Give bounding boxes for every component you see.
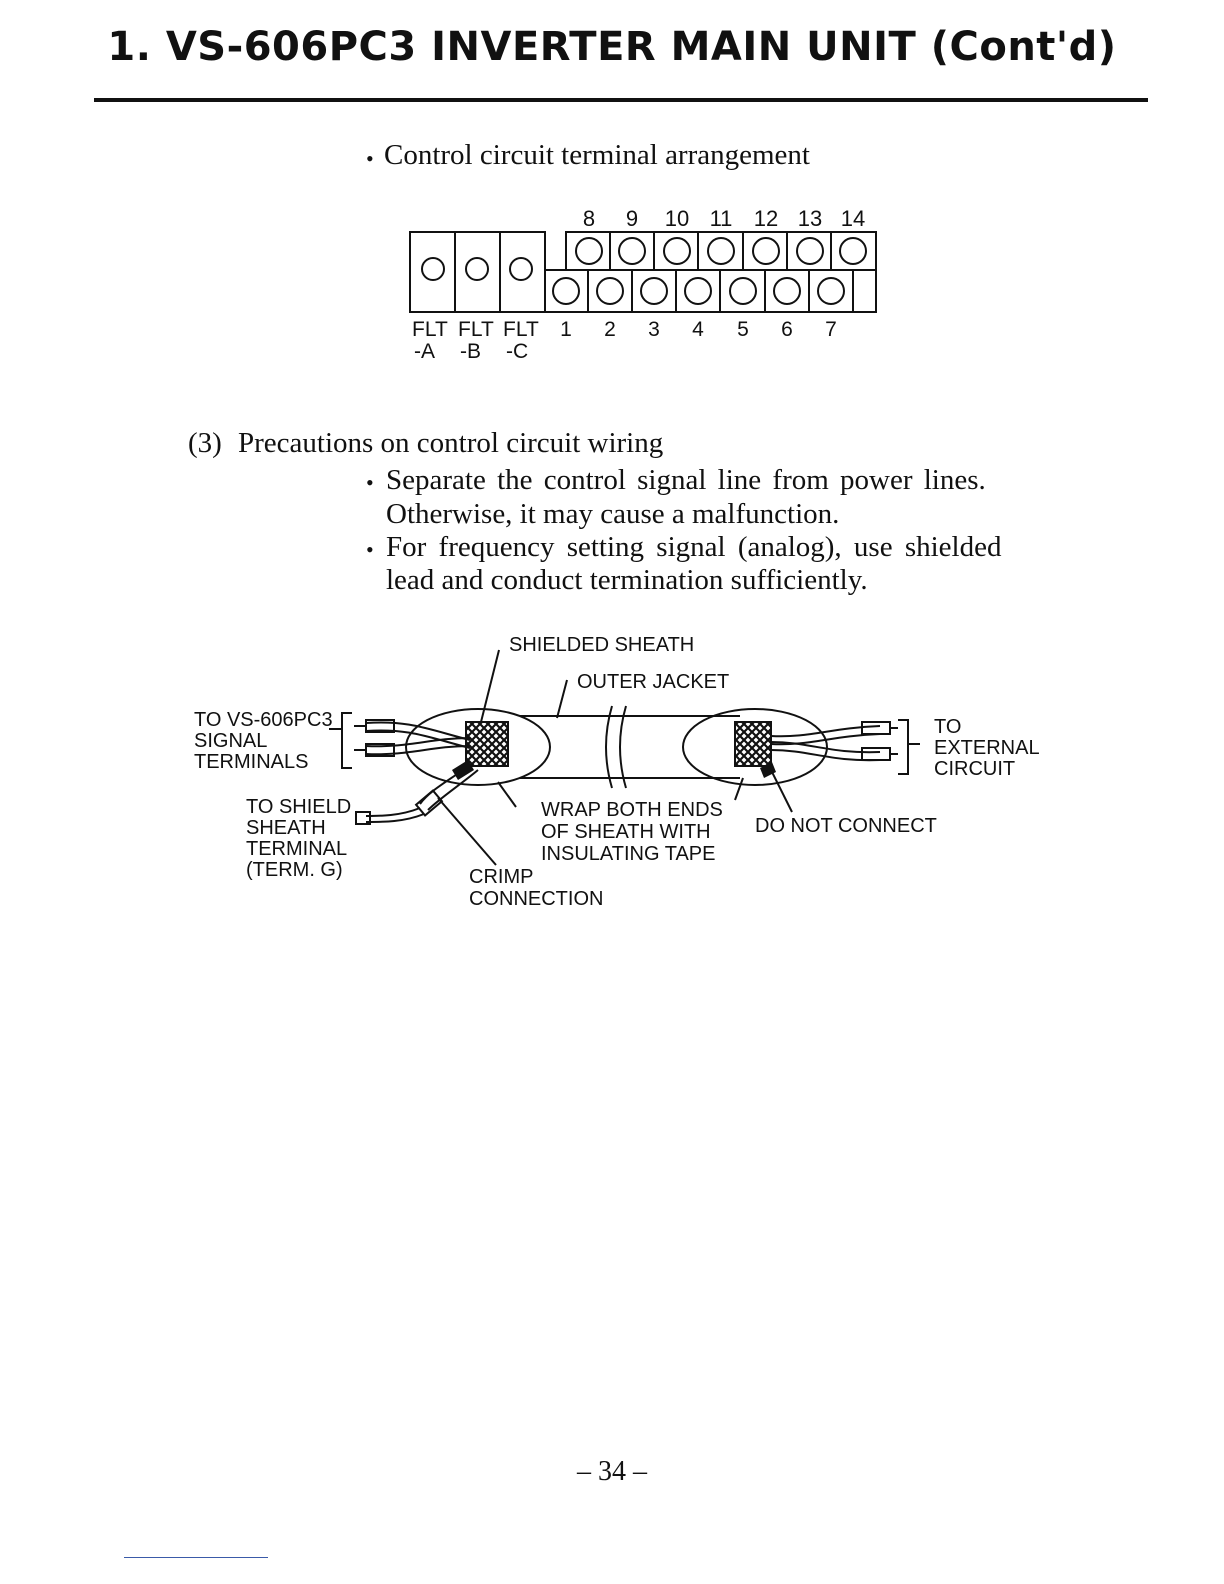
terminal-number: 1 bbox=[560, 318, 572, 341]
label-crimp-connection: CRIMP bbox=[469, 866, 533, 888]
label-to-signal-terminals: TERMINALS bbox=[194, 751, 308, 773]
label-wrap-note: WRAP BOTH ENDS bbox=[541, 799, 723, 821]
flt-label-sub: -A bbox=[414, 340, 435, 363]
precaution-item-line: lead and conduct termination sufficientl… bbox=[386, 564, 868, 596]
flt-label-sub: -B bbox=[460, 340, 481, 363]
terminal-number: 7 bbox=[825, 318, 837, 341]
terminal-number: 9 bbox=[626, 206, 638, 231]
flt-label: FLT bbox=[503, 318, 539, 341]
label-to-shield-terminal: TO SHIELD bbox=[246, 796, 351, 818]
terminal-number: 14 bbox=[841, 206, 865, 231]
terminal-number: 6 bbox=[781, 318, 793, 341]
page-title: 1. VS-606PC3 INVERTER MAIN UNIT (Cont'd) bbox=[107, 24, 1117, 70]
terminal-number: 4 bbox=[692, 318, 704, 341]
flt-label: FLT bbox=[412, 318, 448, 341]
precaution-item-line: For frequency setting signal (analog), u… bbox=[386, 531, 1002, 563]
precautions-number: (3) bbox=[188, 427, 222, 459]
title-rule bbox=[94, 98, 1148, 102]
terminal-number: 11 bbox=[710, 206, 733, 231]
bullet-dot: • bbox=[366, 146, 374, 171]
label-to-shield-terminal: TERMINAL bbox=[246, 838, 347, 860]
label-to-external-circuit: CIRCUIT bbox=[934, 758, 1015, 780]
terminal-number: 3 bbox=[648, 318, 660, 341]
flt-label: FLT bbox=[458, 318, 494, 341]
page-number: – 34 – bbox=[577, 1456, 647, 1487]
label-to-external-circuit: EXTERNAL bbox=[934, 737, 1040, 759]
label-to-shield-terminal: SHEATH bbox=[246, 817, 326, 839]
label-shielded-sheath: SHIELDED SHEATH bbox=[509, 634, 694, 656]
label-outer-jacket: OUTER JACKET bbox=[577, 671, 729, 693]
terminal-number: 5 bbox=[737, 318, 749, 341]
terminal-number: 12 bbox=[754, 206, 778, 231]
bullet-dot: • bbox=[366, 470, 374, 495]
terminal-number: 10 bbox=[665, 206, 689, 231]
shielded-cable-diagram: SHIELDED SHEATH OUTER JACKET TO VS-606PC… bbox=[194, 634, 1040, 910]
label-to-external-circuit: TO bbox=[934, 716, 961, 738]
label-wrap-note: OF SHEATH WITH bbox=[541, 821, 711, 843]
terminal-block-diagram: 8 9 10 11 12 13 14 bbox=[409, 206, 877, 363]
terminal-number: 13 bbox=[798, 206, 822, 231]
terminal-number: 2 bbox=[604, 318, 616, 341]
terminal-heading: Control circuit terminal arrangement bbox=[384, 139, 810, 171]
precautions-heading: Precautions on control circuit wiring bbox=[238, 427, 664, 459]
footer-link-line bbox=[124, 1557, 268, 1558]
precaution-item-line: Separate the control signal line from po… bbox=[386, 464, 986, 496]
bullet-dot: • bbox=[366, 537, 374, 562]
label-to-shield-terminal: (TERM. G) bbox=[246, 859, 343, 881]
precaution-item-line: Otherwise, it may cause a malfunction. bbox=[386, 498, 840, 530]
label-to-signal-terminals: TO VS-606PC3 bbox=[194, 709, 333, 731]
label-do-not-connect: DO NOT CONNECT bbox=[755, 815, 937, 837]
label-wrap-note: INSULATING TAPE bbox=[541, 843, 715, 865]
label-crimp-connection: CONNECTION bbox=[469, 888, 603, 910]
label-to-signal-terminals: SIGNAL bbox=[194, 730, 267, 752]
flt-label-sub: -C bbox=[506, 340, 528, 363]
terminal-number: 8 bbox=[583, 206, 595, 231]
